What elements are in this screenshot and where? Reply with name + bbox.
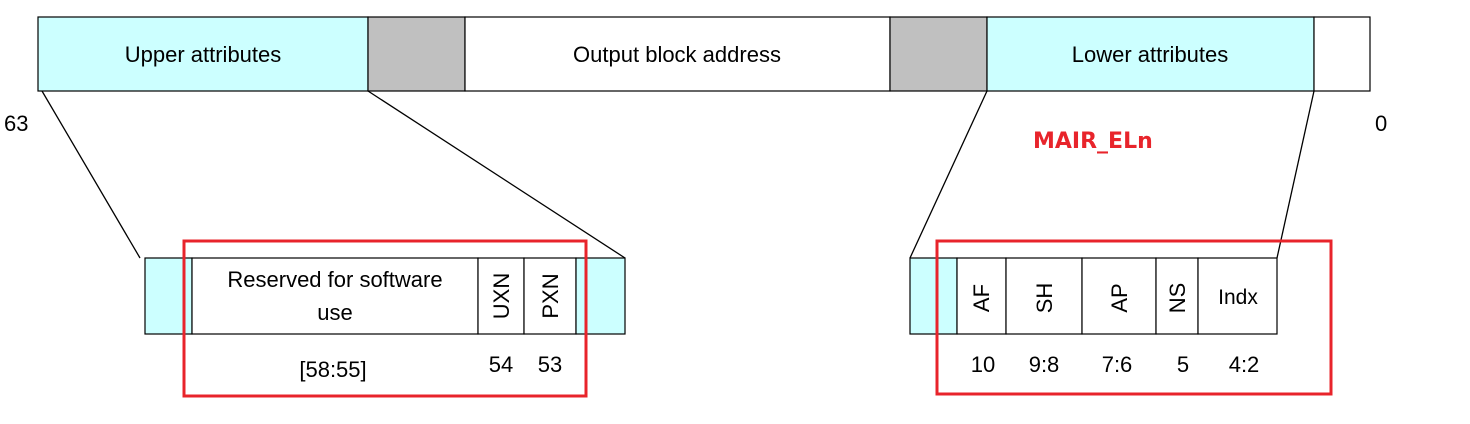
bit-5-label: 5 [1177, 352, 1189, 377]
descriptor-row: Upper attributes Output block address Lo… [4, 16, 1387, 136]
indx-label: Indx [1218, 286, 1258, 309]
reserved-cell-low [889, 16, 988, 92]
connector-upper-left [41, 90, 141, 259]
uxn-label: UXN [489, 273, 514, 319]
lower-detail-left-pad [909, 257, 958, 335]
bits-9-8-label: 9:8 [1029, 352, 1060, 377]
output-block-address-cell [464, 16, 891, 92]
indx-cell [1197, 257, 1278, 335]
sh-cell [1005, 257, 1083, 335]
connector-upper-right [367, 90, 626, 259]
pxn-cell [523, 257, 577, 335]
lower-attributes-cell [986, 16, 1315, 92]
reserved-cell-high [367, 16, 466, 92]
sh-label: SH [1032, 283, 1057, 314]
lower-attributes-detail: AF SH AP NS Indx 10 9:8 7:6 5 4:2 [909, 239, 1333, 396]
uxn-cell [477, 257, 525, 335]
ns-cell [1155, 257, 1199, 335]
ns-label: NS [1165, 283, 1190, 314]
bit-0-label: 0 [1375, 111, 1387, 136]
af-label: AF [969, 284, 994, 312]
bits-4-2-label: 4:2 [1229, 352, 1260, 377]
descriptor-type-cell [1313, 16, 1371, 92]
lower-attributes-label: Lower attributes [1072, 42, 1229, 67]
upper-attributes-label: Upper attributes [125, 42, 282, 67]
output-block-address-label: Output block address [573, 42, 781, 67]
bit-10-label: 10 [971, 352, 995, 377]
ap-cell [1081, 257, 1157, 335]
ap-label: AP [1107, 283, 1132, 312]
bit-53-label: 53 [538, 352, 562, 377]
zoom-connectors [41, 90, 1315, 259]
connector-lower-right [1276, 90, 1315, 259]
lower-highlight-box [935, 239, 1333, 396]
mair-eln-label: MAIR_ELn [1033, 129, 1153, 154]
connector-lower-left [909, 90, 988, 259]
reserved-label-line2: use [317, 300, 352, 325]
bit-63-label: 63 [4, 111, 28, 136]
upper-detail-right-pad [575, 257, 626, 335]
reserved-label-line1: Reserved for software [227, 267, 442, 292]
bits-58-55-label: [58:55] [299, 357, 366, 382]
bits-7-6-label: 7:6 [1102, 352, 1133, 377]
upper-attributes-detail: Reserved for software use UXN PXN [58:55… [144, 239, 626, 398]
pxn-label: PXN [538, 273, 563, 318]
upper-highlight-box [182, 239, 588, 398]
upper-attributes-cell [37, 16, 369, 92]
reserved-for-software-cell [191, 257, 479, 335]
af-cell [956, 257, 1007, 335]
bit-54-label: 54 [489, 352, 513, 377]
